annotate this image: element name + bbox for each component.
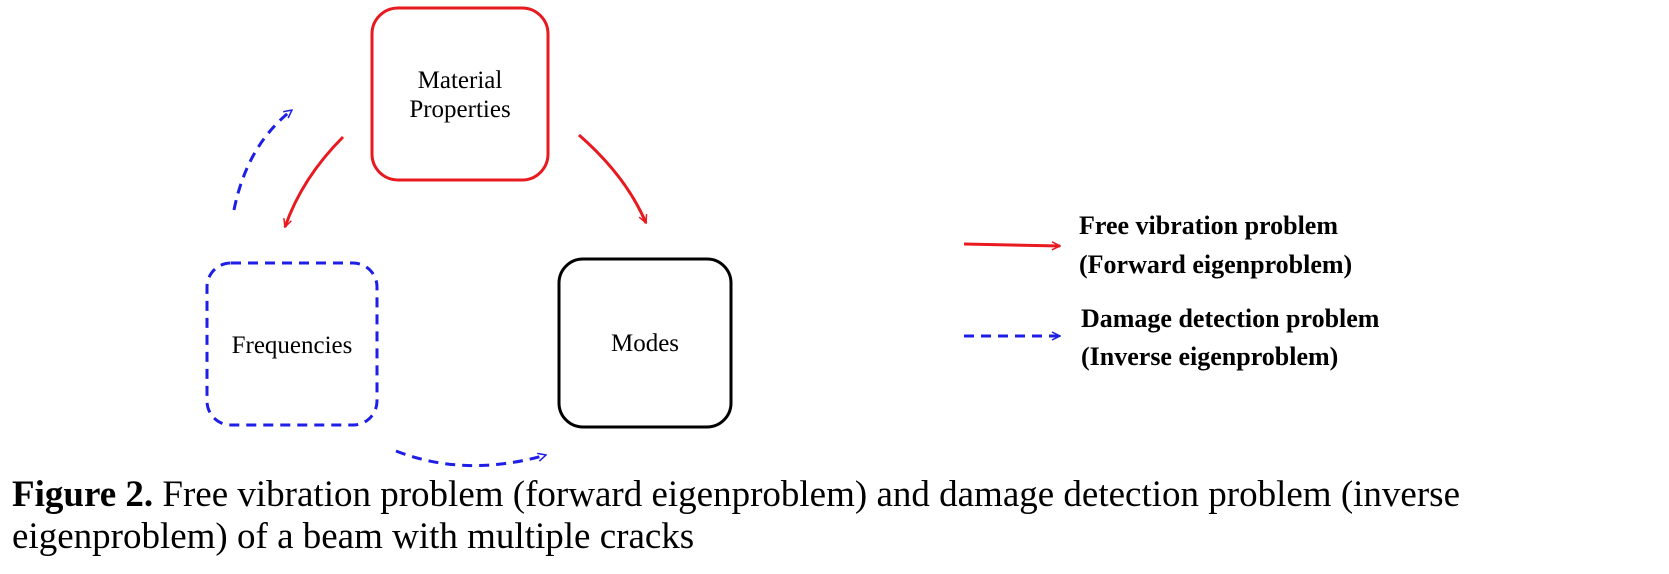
arrow-material-to-frequencies <box>285 135 345 227</box>
figure-caption-label: Figure 2. <box>12 474 154 515</box>
arrow-frequencies-to-material <box>232 108 292 211</box>
arrow-material-to-modes <box>578 133 648 223</box>
material-label-line2: Properties <box>409 96 510 123</box>
modes-label: Modes <box>611 330 679 357</box>
legend-inverse-line1: Damage detection problem <box>1081 304 1380 333</box>
legend-forward-line2: (Forward eigenproblem) <box>1079 250 1352 279</box>
arrow-frequencies-to-modes <box>395 449 546 468</box>
frequencies-label: Frequencies <box>232 332 353 359</box>
material-label-line1: Material <box>418 67 503 94</box>
figure-caption: Figure 2. Free vibration problem (forwar… <box>12 474 1662 558</box>
legend-forward: Free vibration problem (Forward eigenpro… <box>963 211 1352 279</box>
legend-inverse-line2: (Inverse eigenproblem) <box>1081 342 1338 371</box>
figure-caption-text: Free vibration problem (forward eigenpro… <box>12 474 1460 557</box>
node-modes: Modes <box>557 257 733 429</box>
node-material-properties: Material Properties <box>370 6 550 182</box>
node-frequencies: Frequencies <box>205 261 379 427</box>
legend-forward-arrow <box>963 244 1060 246</box>
legend-inverse: Damage detection problem (Inverse eigenp… <box>964 304 1380 371</box>
legend-forward-line1: Free vibration problem <box>1079 211 1338 240</box>
